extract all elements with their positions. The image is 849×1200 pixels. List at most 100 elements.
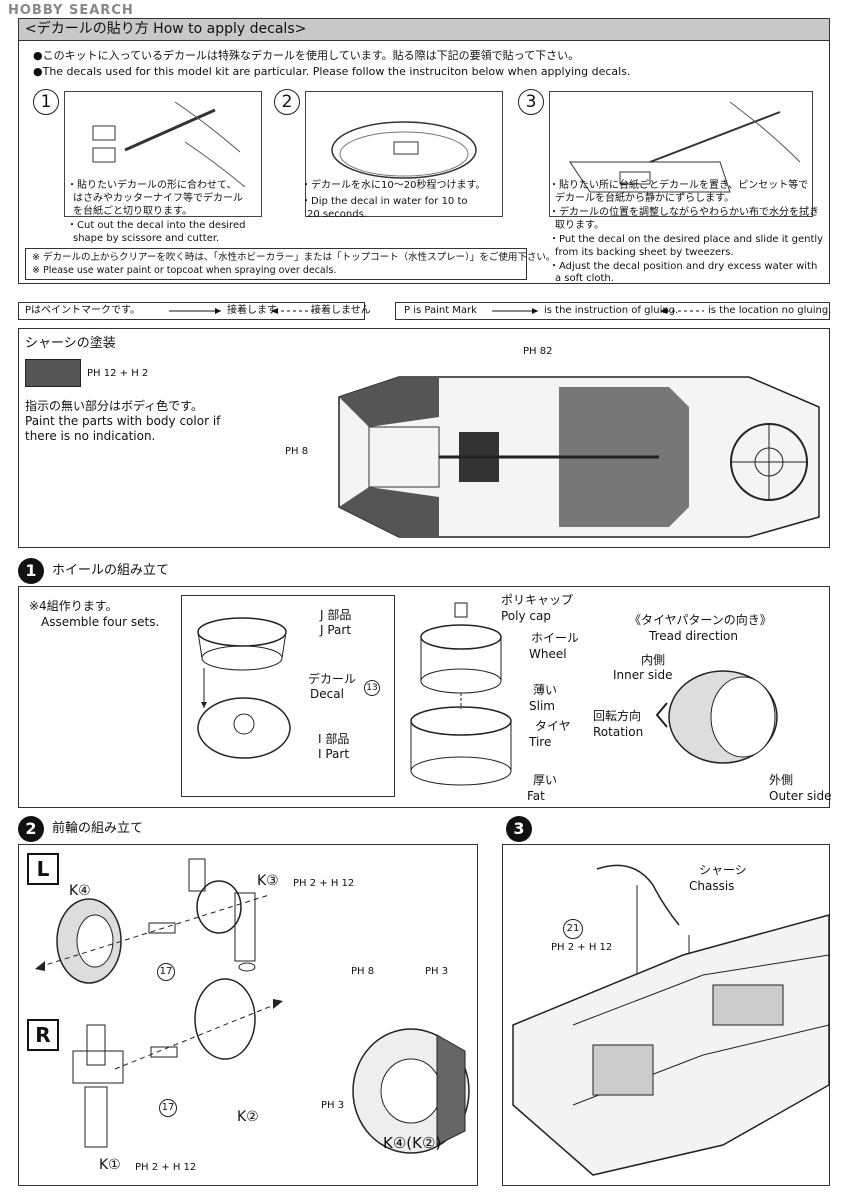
decal-step-2-jp1: ・デカールを水に10〜20秒程つけます。 bbox=[301, 180, 486, 191]
poly-cap-en: Poly cap bbox=[501, 609, 551, 623]
glue-arrow-icon bbox=[169, 308, 221, 314]
rotation-en: Rotation bbox=[593, 725, 644, 739]
legend-en-glue: is the instruction of gluing. bbox=[544, 305, 679, 316]
decal-step-3-jp1: ・貼りたい所に台紙ごとデカールを置き、ピンセット等で bbox=[549, 180, 809, 191]
legend-jp-glue: 接着します bbox=[227, 305, 277, 316]
tread-en: Tread direction bbox=[649, 629, 738, 643]
label-k1-paint: PH 2 + H 12 bbox=[135, 1162, 197, 1173]
wheel-assembly-panel: J 部品 J Part デカール Decal 13 I 部品 I Part bbox=[181, 595, 395, 797]
rotation-jp: 回転方向 bbox=[593, 709, 642, 723]
inner-jp: 内側 bbox=[641, 653, 666, 667]
wheel-en: Wheel bbox=[529, 647, 567, 661]
label-ph3-hub: PH 3 bbox=[321, 1100, 345, 1111]
decal-step-1-jp3: を台紙ごと切り取ります。 bbox=[73, 206, 192, 217]
no-glue-arrow-icon bbox=[271, 308, 315, 314]
label-17-top: 17 bbox=[157, 963, 175, 981]
slim-en: Slim bbox=[529, 699, 555, 713]
decal-note-en: ※ Please use water paint or topcoat when… bbox=[32, 265, 337, 276]
wheel-jp: ホイール bbox=[531, 631, 580, 645]
chassis-assembly-illustration bbox=[512, 864, 830, 1176]
step-2-section: L R K④ K③ PH 2 + H 12 17 17 K② K① PH 2 +… bbox=[18, 844, 478, 1186]
label-ph82: PH 82 bbox=[523, 346, 553, 357]
fat-jp: 厚い bbox=[533, 773, 558, 787]
decal-note-box: ※ デカールの上からクリアーを吹く時は、「水性ホビーカラー」または「トップコート… bbox=[25, 248, 555, 280]
outer-en: Outer side bbox=[769, 789, 832, 803]
wheel-parts-illustration bbox=[197, 617, 291, 759]
paint-swatch bbox=[25, 359, 81, 387]
decal-step-3-number: 3 bbox=[518, 89, 544, 115]
right-side-label: R bbox=[27, 1019, 59, 1051]
decal-number: 13 bbox=[364, 680, 380, 696]
glue-arrow-icon-en bbox=[492, 308, 538, 314]
label-ph3-caliper: PH 3 bbox=[425, 966, 449, 977]
outer-jp: 外側 bbox=[769, 773, 794, 787]
decal-step-1-jp1: ・貼りたいデカールの形に合わせて、 bbox=[67, 180, 237, 191]
legend-jp-paint: Pはペイントマークです。 bbox=[25, 305, 141, 316]
decal-step-3-jp3: ・デカールの位置を調整しながらやわらかい布で水分を拭き bbox=[549, 207, 819, 218]
decal-step-1-illustration bbox=[64, 91, 262, 217]
legend-en-paint: P is Paint Mark bbox=[404, 305, 477, 316]
decal-section: ●このキットに入っているデカールは特殊なデカールを使用しています。貼る際は下記の… bbox=[18, 40, 830, 284]
fat-en: Fat bbox=[527, 789, 545, 803]
tire-jp: タイヤ bbox=[535, 719, 571, 733]
step-1-sets-jp: ※4組作ります。 bbox=[29, 599, 118, 613]
legend-en-noglue: is the location no gluing. bbox=[708, 305, 832, 316]
decal-step-3-illustration bbox=[549, 91, 813, 217]
label-k3-paint: PH 2 + H 12 bbox=[293, 878, 355, 889]
decal-jp: デカール bbox=[308, 672, 357, 686]
chassis-note-jp: 指示の無い部分はボディ色です。 bbox=[25, 399, 203, 413]
step-1-section: ※4組作ります。 Assemble four sets. J 部品 J Part… bbox=[18, 586, 832, 808]
watermark: HOBBY SEARCH bbox=[8, 3, 134, 18]
decal-step-2-en2: 20 seconds. bbox=[307, 209, 367, 220]
decal-step-3-jp2: デカールを台紙から静かにずらします。 bbox=[555, 193, 735, 204]
decal-step-2-number: 2 bbox=[274, 89, 300, 115]
decal-step-3-en4: a soft cloth. bbox=[555, 273, 614, 284]
label-ph8-brake: PH 8 bbox=[351, 966, 375, 977]
label-k2: K② bbox=[237, 1109, 259, 1125]
scissors-cutting-icon bbox=[92, 101, 246, 188]
j-part-jp: J 部品 bbox=[320, 608, 352, 622]
decal-note-jp: ※ デカールの上からクリアーを吹く時は、「水性ホビーカラー」または「トップコート… bbox=[32, 252, 556, 263]
step-1-number: 1 bbox=[18, 558, 44, 584]
wheel-tire-illustration bbox=[410, 602, 778, 786]
decal-step-2-en1: ・Dip the decal in water for 10 to bbox=[301, 196, 468, 207]
legend-jp: Pはペイントマークです。 接着します 接着しません bbox=[18, 302, 371, 320]
tweezers-applying-icon bbox=[569, 101, 801, 193]
i-part-en: I Part bbox=[318, 747, 350, 761]
label-21-paint: PH 2 + H 12 bbox=[551, 942, 613, 953]
decal-step-2-illustration bbox=[305, 91, 503, 217]
legend-jp-noglue: 接着しません bbox=[311, 305, 371, 316]
j-part-en: J Part bbox=[320, 623, 352, 637]
decal-section-header: <デカールの貼り方 How to apply decals> bbox=[18, 18, 830, 41]
poly-cap-jp: ポリキャップ bbox=[501, 593, 574, 607]
decal-step-1-jp2: はさみやカッターナイフ等でデカール bbox=[73, 193, 243, 204]
step-3-section: シャーシ Chassis 21 PH 2 + H 12 bbox=[502, 844, 830, 1186]
no-glue-arrow-icon-en bbox=[660, 308, 704, 314]
water-dish-icon bbox=[331, 121, 477, 179]
decal-step-1-en2: shape by scissore and cutter. bbox=[73, 233, 220, 244]
label-17-bottom: 17 bbox=[159, 1099, 177, 1117]
decal-intro-jp: ●このキットに入っているデカールは特殊なデカールを使用しています。貼る際は下記の… bbox=[33, 49, 580, 62]
label-k4: K④ bbox=[69, 883, 91, 899]
left-side-label: L bbox=[27, 853, 59, 885]
step-2-title: 前輪の組み立て bbox=[52, 821, 144, 836]
decal-step-3-en2: from its backing sheet by tweezers. bbox=[555, 247, 734, 258]
decal-step-1-en1: ・Cut out the decal into the desired bbox=[67, 220, 246, 231]
decal-step-3-en1: ・Put the decal on the desired place and … bbox=[549, 234, 824, 245]
label-21: 21 bbox=[563, 919, 583, 939]
decal-step-1-number: 1 bbox=[33, 89, 59, 115]
tread-jp: 《タイヤパターンの向き》 bbox=[629, 613, 772, 627]
chassis-underside-illustration bbox=[338, 376, 820, 538]
chassis-paint-section: シャーシの塗装 PH 12 + H 2 指示の無い部分はボディ色です。 Pain… bbox=[18, 328, 830, 548]
slim-jp: 薄い bbox=[533, 683, 558, 697]
chassis-en: Chassis bbox=[689, 879, 735, 893]
i-part-jp: I 部品 bbox=[318, 732, 350, 746]
front-wheel-assembly-illustration bbox=[35, 858, 470, 1154]
decal-section-title: <デカールの貼り方 How to apply decals> bbox=[25, 21, 307, 37]
decal-intro-en: ●The decals used for this model kit are … bbox=[33, 65, 631, 78]
inner-en: Inner side bbox=[613, 668, 673, 682]
step-1-sets-en: Assemble four sets. bbox=[41, 615, 160, 629]
chassis-note-en1: Paint the parts with body color if bbox=[25, 414, 221, 428]
decal-step-3-en3: ・Adjust the decal position and dry exces… bbox=[549, 261, 818, 272]
tire-en: Tire bbox=[529, 735, 552, 749]
